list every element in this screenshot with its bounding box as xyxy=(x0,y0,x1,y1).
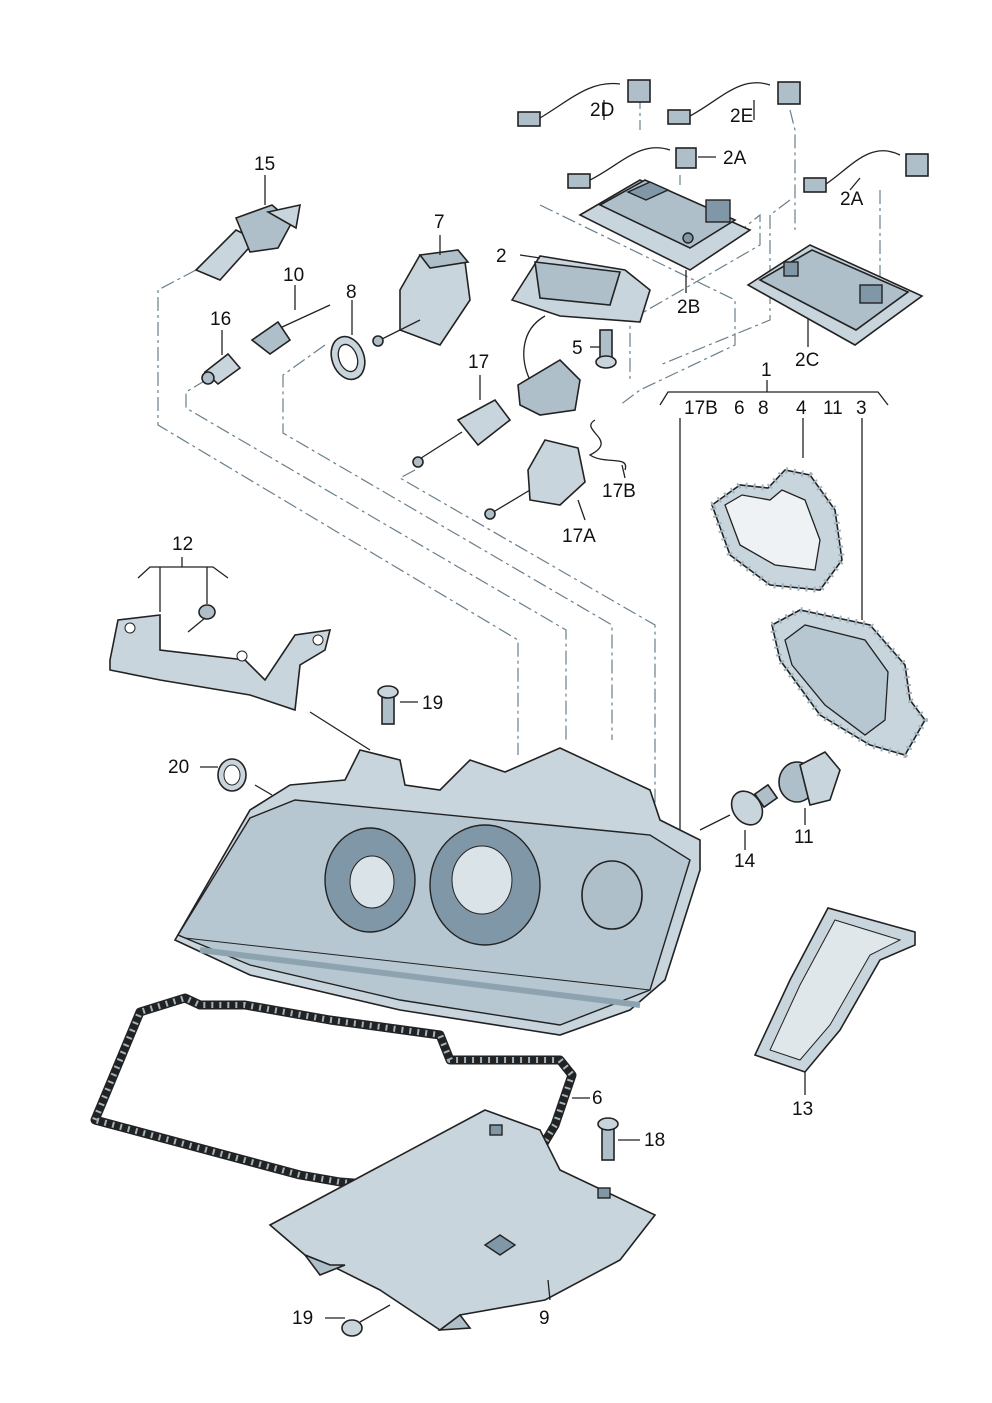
cover-3 xyxy=(769,607,928,758)
label-1: 1 xyxy=(761,360,772,381)
label-17a: 17A xyxy=(562,526,596,547)
headlight-housing xyxy=(173,747,701,1036)
control-unit-2c xyxy=(746,244,924,346)
label-13: 13 xyxy=(792,1099,813,1120)
xenon-bulb-17 xyxy=(412,398,512,468)
label-17b-top: 17B xyxy=(684,398,718,419)
label-2c: 2C xyxy=(795,350,819,371)
label-6: 6 xyxy=(592,1088,603,1109)
label-19-top: 19 xyxy=(422,693,443,714)
bulb-15 xyxy=(194,203,301,281)
harness-2e xyxy=(667,81,801,125)
label-14: 14 xyxy=(734,851,756,872)
callout-labels: 15 10 8 16 7 2 5 17 17A 17B 2D 2E 2A 2A … xyxy=(168,100,867,1329)
bulb-14 xyxy=(730,783,779,826)
label-12: 12 xyxy=(172,534,193,555)
control-unit-2b xyxy=(578,179,752,271)
bracket-12 xyxy=(109,614,332,712)
label-19-bottom: 19 xyxy=(292,1308,313,1329)
label-3: 3 xyxy=(856,398,867,419)
label-17b: 17B xyxy=(602,481,636,502)
bulb-16 xyxy=(201,352,242,386)
label-2a-top: 2A xyxy=(723,148,747,169)
harness-2a-right xyxy=(803,150,929,193)
label-18: 18 xyxy=(644,1130,665,1151)
cover-plate-9 xyxy=(268,1109,657,1331)
label-20: 20 xyxy=(168,757,189,778)
sleeve-20 xyxy=(217,758,247,792)
screw-12 xyxy=(187,604,216,633)
harness-2d xyxy=(517,79,651,127)
wire-17b xyxy=(588,419,627,471)
label-2: 2 xyxy=(496,246,507,267)
label-16: 16 xyxy=(210,309,231,330)
motor-7 xyxy=(372,249,471,347)
part-10 xyxy=(250,304,331,355)
label-9: 9 xyxy=(539,1308,550,1329)
screw-19-bottom xyxy=(341,1304,391,1337)
label-8-row: 8 xyxy=(758,398,769,419)
xenon-bulb-17a xyxy=(484,439,586,520)
label-2e: 2E xyxy=(730,106,753,127)
label-11-top: 11 xyxy=(823,398,843,419)
label-4: 4 xyxy=(796,398,807,419)
harness-2a-top xyxy=(567,147,697,189)
label-11: 11 xyxy=(794,827,814,848)
screw-19-top xyxy=(377,685,399,725)
module-2 xyxy=(510,255,651,416)
diffuser-13 xyxy=(753,907,916,1073)
screw-5 xyxy=(595,329,617,369)
socket-11 xyxy=(778,750,841,806)
label-5: 5 xyxy=(572,338,583,359)
label-2a-right: 2A xyxy=(840,189,864,210)
ring-8 xyxy=(330,335,366,381)
leader-lines xyxy=(137,100,889,1319)
label-6-top: 6 xyxy=(734,398,745,419)
cover-4 xyxy=(709,467,845,593)
label-17: 17 xyxy=(468,352,489,373)
label-2d: 2D xyxy=(590,100,614,121)
label-7: 7 xyxy=(434,212,445,233)
label-2b: 2B xyxy=(677,297,700,318)
label-10: 10 xyxy=(283,265,304,286)
assembly-lines xyxy=(157,95,881,810)
label-8-top: 8 xyxy=(346,282,357,303)
label-15: 15 xyxy=(254,154,275,175)
screw-18 xyxy=(597,1117,619,1161)
